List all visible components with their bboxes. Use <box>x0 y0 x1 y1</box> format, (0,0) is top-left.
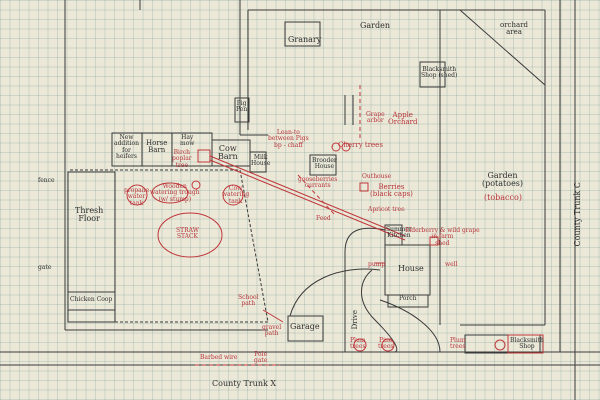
porch-structure <box>387 294 429 308</box>
gooseberry-row <box>297 174 336 216</box>
milk-house-building <box>249 151 267 173</box>
blacksmith-shed-label: Blacksmith Shop (shed) <box>421 66 458 80</box>
summer-kitchen-label: Summer Kitchen <box>386 226 412 240</box>
propane-tank-circle <box>126 184 148 206</box>
pole-gate-label: Pole gate <box>254 351 268 365</box>
apricot-tree-label: Apricot tree <box>368 206 405 213</box>
orchard-diagonal-line <box>459 9 546 86</box>
straw-stack-circle <box>157 212 223 258</box>
lilac-bushes-label: Elderberry & wild grape in farm shed <box>405 227 480 247</box>
brooder-house-label: Brooder House <box>312 157 337 171</box>
school-path-label: School path <box>238 294 259 308</box>
tree-marker <box>494 339 506 351</box>
cherry-tree-marker <box>341 142 351 152</box>
county-trunk-c-label: County Trunk C <box>573 181 583 247</box>
outhouse-marker <box>359 182 369 192</box>
granary-label: Granary <box>288 35 322 44</box>
garden-potatoes-label: Garden (potatoes) <box>482 171 524 189</box>
chicken-coop-building <box>67 291 116 311</box>
cow-tank-label: Cow watering tank <box>222 185 250 205</box>
county-trunk-x-label: County Trunk X <box>212 379 277 388</box>
blacksmith-shop-marker <box>507 334 544 354</box>
cherry-trees-label: Cherry trees <box>338 141 383 149</box>
well-marker <box>429 236 439 246</box>
cow-barn-label: Cow Barn <box>218 144 238 162</box>
garden-label: Garden <box>360 21 390 30</box>
gravel-path-label: gravel path <box>262 324 282 338</box>
watering-trough-ellipse <box>151 182 189 204</box>
county-c-border <box>464 334 541 354</box>
straw-stack-label: STRAW STACK <box>176 227 199 241</box>
barnyard-fence-east <box>239 169 269 323</box>
pig-pen-building <box>234 97 250 123</box>
fence-label: fence <box>38 177 55 184</box>
drive-curve-outer <box>289 268 381 317</box>
birch-poplar-label: Birch poplar tree <box>172 149 192 169</box>
new-addition-label: New addition for heifers <box>114 134 139 160</box>
blacksmith-shop-label: Blacksmith Shop <box>510 337 544 351</box>
garage-building <box>287 315 324 342</box>
garage-label: Garage <box>290 322 320 331</box>
thresh-floor-label: Thresh Floor <box>75 206 104 224</box>
cow-tank-circle <box>222 184 244 206</box>
pine-trees-label: Pine trees <box>378 337 394 351</box>
propane-tank-label: propane water tank <box>124 187 150 207</box>
arrow-line <box>262 309 284 323</box>
drive-curve-house <box>379 299 441 353</box>
plum-trees-2-label: Plum trees <box>450 337 466 351</box>
cherry-tree-marker <box>331 142 341 152</box>
drive-to-kitchen <box>344 227 386 253</box>
house-label: House <box>398 264 424 273</box>
wooden-watering-label: Wooden watering trough (w/ stump) <box>150 183 200 203</box>
well-label: well <box>445 261 458 268</box>
chicken-coop-label: Chicken Coop <box>70 296 113 303</box>
drive-curve-inner <box>361 269 398 353</box>
granary-building <box>284 21 321 47</box>
barbed-wire-label: Barbed wire <box>200 354 238 361</box>
feed-label: Feed <box>316 215 331 222</box>
pine-tree-marker <box>381 338 395 352</box>
gooseberries-label: gooseberries currants <box>298 176 338 190</box>
silo-marker <box>197 149 211 163</box>
water-pipe-line <box>209 155 406 237</box>
plum-tree-marker <box>353 338 367 352</box>
tobacco-label: (tobacco) <box>484 193 522 202</box>
grape-arbor-label: Grape arbor <box>366 111 385 125</box>
pump-label: pump <box>368 261 386 268</box>
berries-label: Berries (black caps) <box>370 183 413 199</box>
gate-label: gate <box>38 264 52 271</box>
brooder-house-building <box>309 154 337 176</box>
milk-house-label: Milk House <box>251 154 271 168</box>
water-pipe-line-2 <box>209 159 406 241</box>
drive-label: Drive <box>350 310 359 330</box>
apple-orchard-label: Apple Orchard <box>388 111 418 127</box>
porch-label: Porch <box>399 295 417 302</box>
tree-marker <box>191 180 201 190</box>
pig-pen-label: Pig Pen <box>236 100 248 114</box>
outhouse-label: Outhouse <box>362 173 392 180</box>
orchard-area-label: orchard area <box>500 21 528 37</box>
blacksmith-shed-building <box>419 61 446 88</box>
horse-barn-label: Horse Barn <box>146 139 168 155</box>
plum-trees-label: Plum trees <box>350 337 366 351</box>
hay-mow-label: Hay mow <box>180 134 195 148</box>
lean-to-label: Lean-to between Pigs bp - chaff <box>268 129 309 149</box>
